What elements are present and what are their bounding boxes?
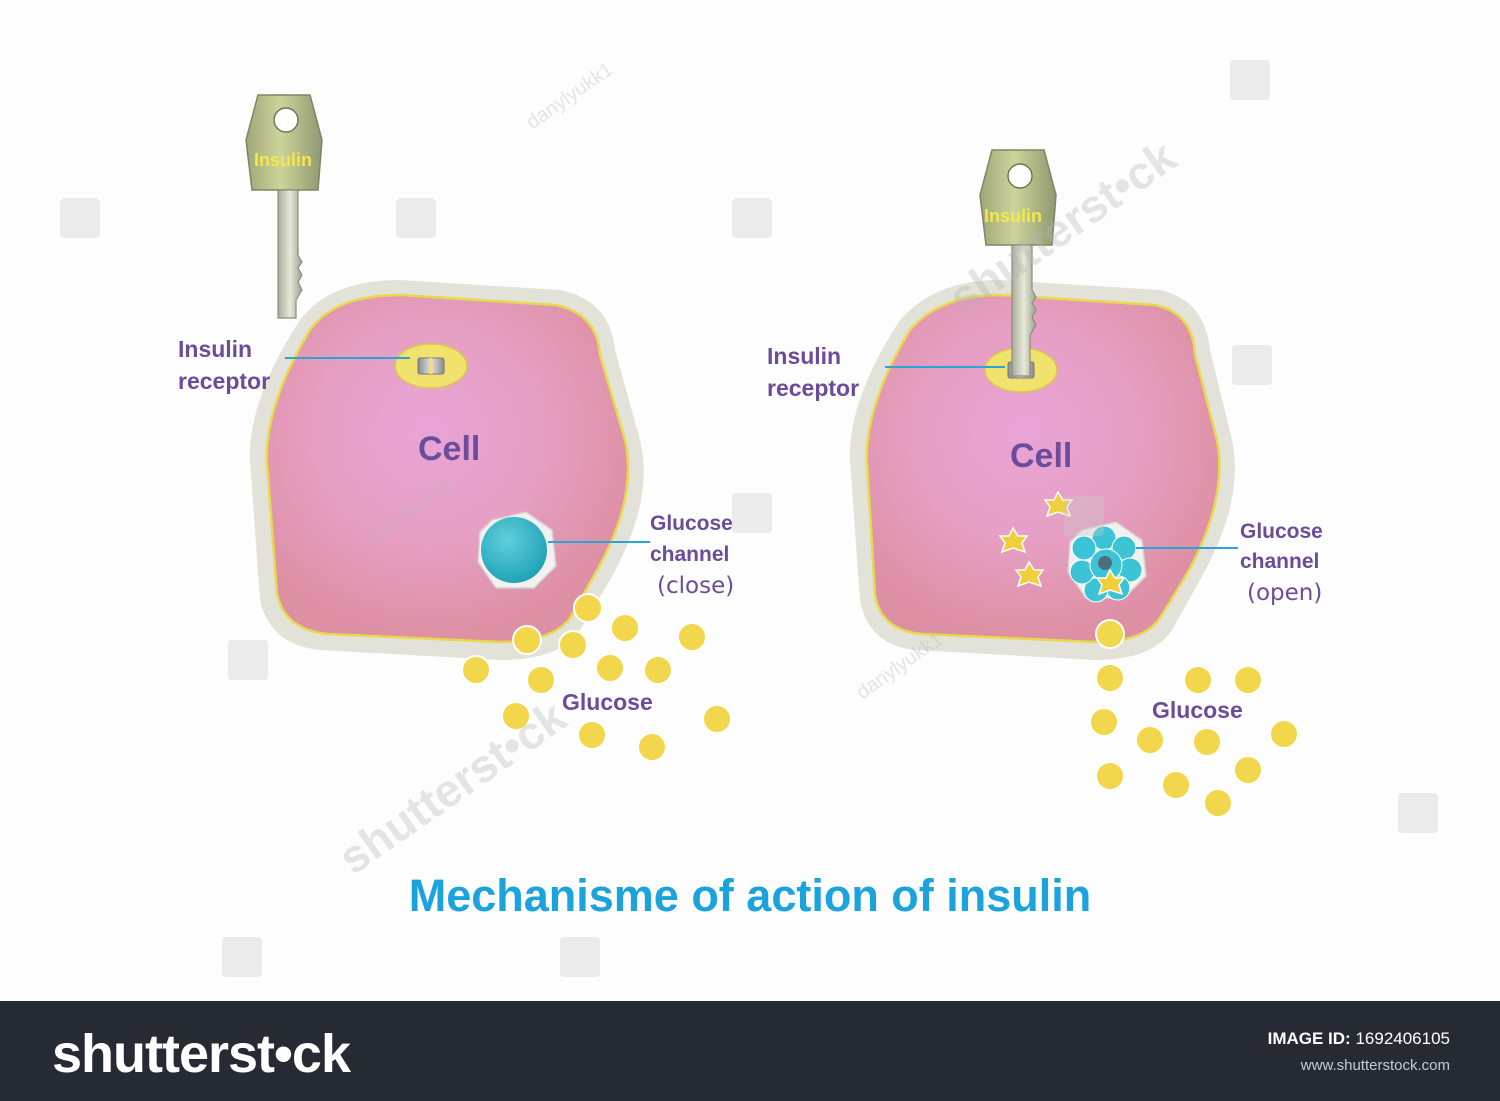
- image-id-label: IMAGE ID:: [1267, 1029, 1351, 1048]
- footer-bar: shutterst•ck IMAGE ID: 1692406105 www.sh…: [0, 1001, 1500, 1101]
- right-receptor-label-line2: receptor: [767, 375, 860, 401]
- right-key-label: Insulin: [984, 206, 1042, 226]
- left-glucose-label: Glucose: [562, 689, 653, 715]
- key-hole-icon: [273, 107, 299, 133]
- left-glucose-channel-closed: [477, 511, 650, 589]
- left-key-label: Insulin: [254, 150, 312, 170]
- diagram-canvas: Insulin Insulin receptor Cell Glucose ch…: [60, 58, 1438, 977]
- watermark-icons: [60, 60, 1438, 977]
- right-channel-label-line2: channel: [1240, 550, 1320, 573]
- right-receptor-label-line1: Insulin: [767, 343, 842, 369]
- site-url: www.shutterstock.com: [1300, 1057, 1450, 1074]
- diagram-title: Mechanisme of action of insulin: [408, 870, 1092, 921]
- key-hole-icon: [1007, 163, 1033, 189]
- diagram-graphics: [60, 60, 1438, 977]
- right-insulin-key: [979, 149, 1057, 377]
- left-glucose-molecules: [461, 593, 732, 762]
- brand-logo: shutterst•ck: [52, 1024, 351, 1084]
- left-receptor-label-line2: receptor: [178, 368, 271, 394]
- left-channel-label-line1: Glucose: [650, 512, 733, 535]
- left-receptor-label-line1: Insulin: [178, 336, 253, 362]
- image-id: IMAGE ID: 1692406105: [1268, 1029, 1450, 1049]
- right-channel-state: (open): [1247, 580, 1323, 606]
- left-channel-label-line2: channel: [650, 543, 730, 566]
- right-channel-label-line1: Glucose: [1240, 520, 1323, 543]
- left-insulin-receptor: [285, 343, 468, 389]
- right-cell-label: Cell: [1010, 437, 1073, 475]
- right-glucose-molecules: [1089, 619, 1299, 818]
- image-id-value: 1692406105: [1355, 1029, 1450, 1048]
- left-cell-label: Cell: [418, 430, 481, 468]
- left-channel-state: (close): [657, 573, 735, 599]
- left-insulin-key: [245, 94, 323, 319]
- right-glucose-inside: [998, 490, 1126, 596]
- right-glucose-label: Glucose: [1152, 697, 1243, 723]
